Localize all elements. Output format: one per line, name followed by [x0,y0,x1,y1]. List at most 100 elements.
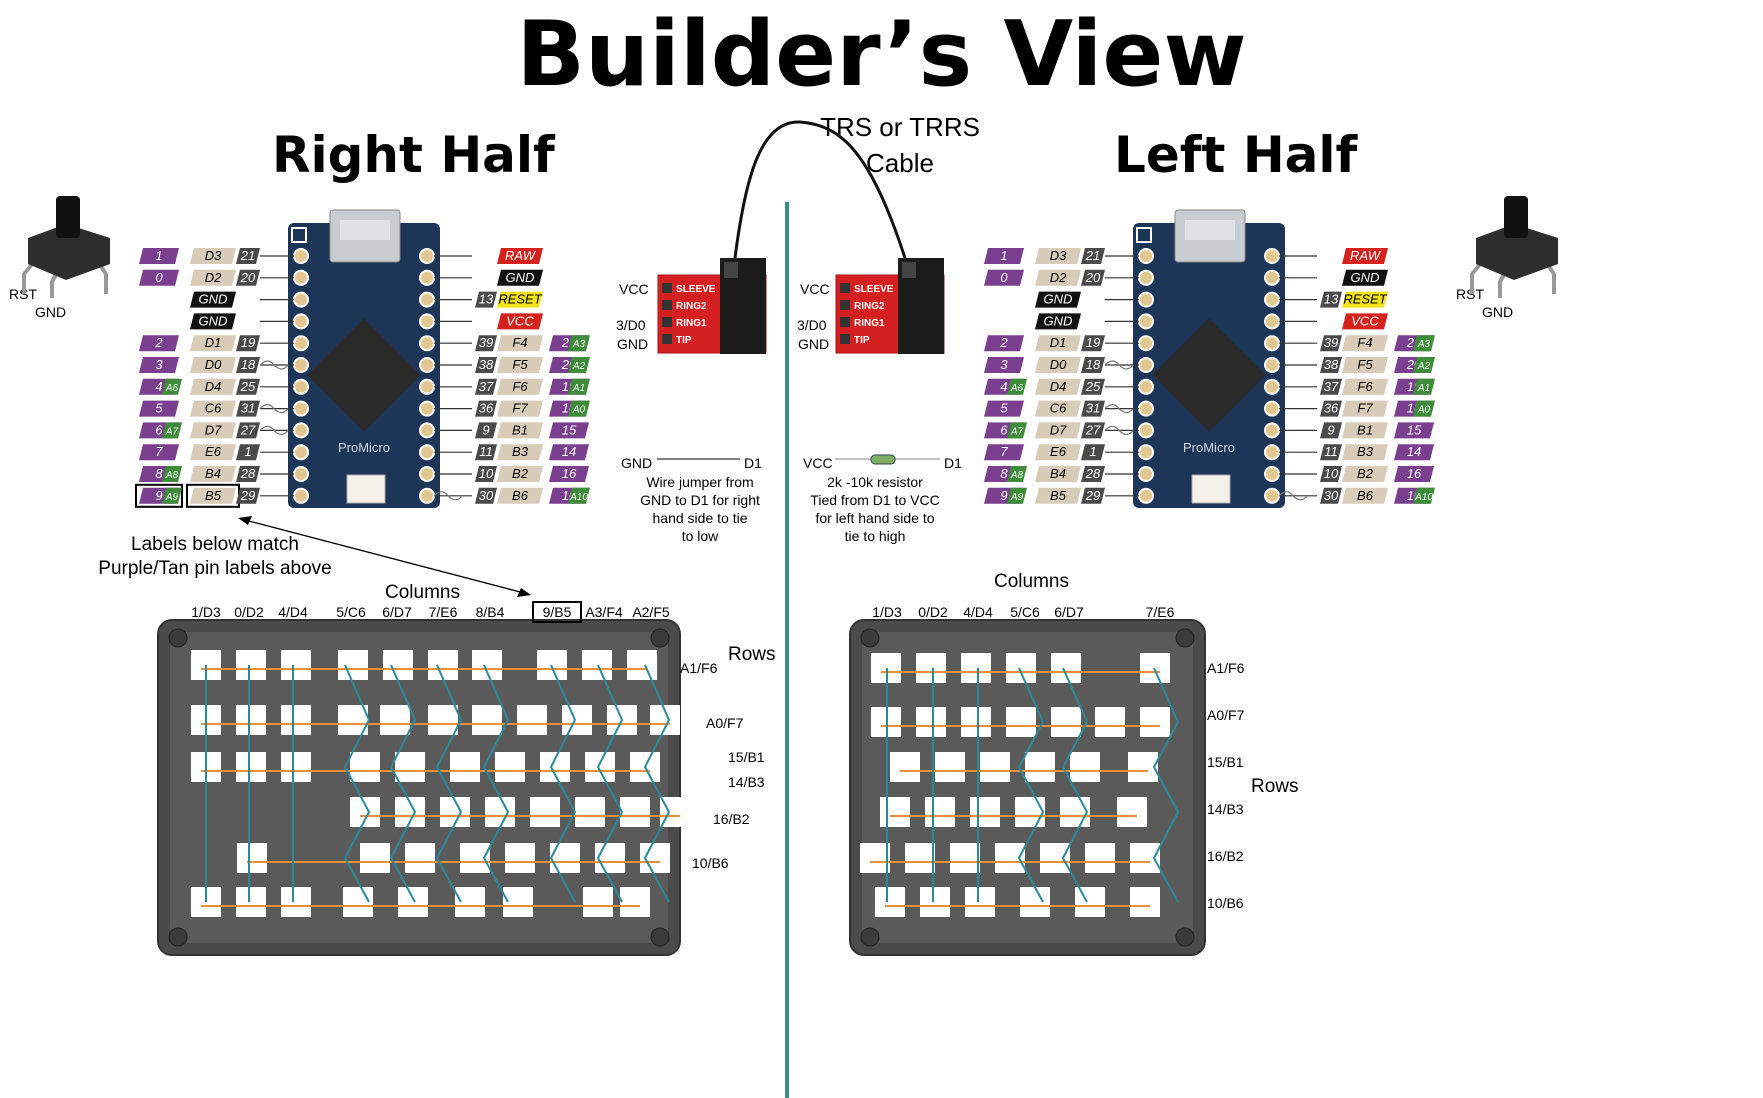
pin-port-left-text: D7 [1050,422,1067,437]
pin-port-left: B4 [190,466,236,482]
pin-port-right-text: GND [506,270,535,285]
pin-port-right: RAW [497,248,543,264]
pin-port-left-text: D1 [1050,335,1067,350]
pin-port-right-text: F6 [512,379,528,394]
pin-phys-left: 27 [1081,422,1105,439]
right-plate-key-cutout [383,650,413,680]
pin-phys-left: 19 [236,335,260,352]
right-plate-key-cutout [350,797,380,827]
pin-port-left-bg [1035,269,1081,286]
pin-phys-left-bg [236,466,260,482]
pin-port-right-text: B2 [1357,466,1374,481]
jumper-note-line2: GND to D1 for right [640,492,760,508]
trrs-jack-right-pin [662,300,672,310]
pin-analog-left-bg [162,378,182,395]
left-plate-key-cutout [1095,707,1125,737]
pin-phys-left-text: 28 [1085,466,1101,481]
pin-num-right-bg [549,466,589,482]
pin-phys-right: 38 [475,357,497,373]
pin-port-right-bg [1342,422,1388,439]
jumper-note-line1: Wire jumper from [646,474,754,490]
pin-port-left: C6 [190,400,236,417]
left-columns-label: Columns [994,571,1069,592]
pin-hole-left [293,269,309,286]
left-plate-key-cutout [905,843,935,873]
trrs-jack-left-pin [840,317,850,327]
pin-phys-left: 28 [236,466,260,482]
pin-num-left-text: 8 [1000,466,1008,481]
pin-hole-left [1138,357,1154,373]
pin-phys-left: 18 [236,357,260,373]
pin-analog-right-text: A2 [572,361,586,372]
pin-phys-left: 25 [1081,378,1105,395]
right-plate-key-cutout [575,797,605,827]
pin-num-left-text: 2 [999,335,1008,350]
usb-port [340,220,390,240]
labels-annotation-line2: Purple/Tan pin labels above [98,558,332,579]
left-plate-key-cutout [970,797,1000,827]
pin-port-left-text: GND [1044,313,1073,328]
pin-port-left-bg [190,487,236,504]
pin-num-right-text: 15 [1407,422,1422,437]
pin-phys-right-bg [475,466,497,482]
right-plate-col-wire [482,664,510,903]
pin-hole-left [1138,378,1154,395]
pin-port-right: B1 [497,422,543,439]
pin-port-left-text: B4 [1050,466,1066,481]
pin-hole-left [293,422,309,439]
pin-port-left-text: B4 [205,466,221,481]
pin-port-left-text: B5 [205,488,222,503]
pin-phys-left-bg [1081,378,1105,395]
right-plate-column-label: 7/E6 [429,604,458,620]
page-title: Builder’s View [516,2,1247,107]
pin-analog-right: A3 [568,335,590,352]
pin-num-left-text: 7 [155,444,163,459]
left-plate-key-cutout [1140,707,1170,737]
pin-port-right-text: B2 [512,466,529,481]
pin-num-left: 0 [984,269,1024,286]
pin-phys-left-text: 1 [1089,444,1096,459]
pin-port-left-text: D2 [205,270,222,285]
left-plate-key-cutout [1130,843,1160,873]
mcu-chip [307,318,421,432]
right-plate-col-wire [435,664,463,903]
pin-phys-right-text: 37 [1324,379,1339,394]
pin-port-right-text: F4 [512,335,527,350]
pin-hole-left [293,400,309,417]
pin-phys-right: 13 [1320,291,1342,308]
pin-phys-left: 21 [236,248,260,264]
pin-phys-left-bg [236,248,260,264]
pin-phys-left: 21 [1081,248,1105,264]
pin-port-right: B6 [497,487,543,504]
pin-port-left-bg [190,378,236,395]
pin-port-left: D3 [1035,248,1081,264]
pin-port-right-bg [1342,335,1388,352]
pin-port-left: D0 [1035,357,1081,373]
pin-phys-right: 30 [475,487,497,504]
pin-phys-right-text: 38 [1324,357,1339,372]
pin-port-left-text: GND [199,313,228,328]
pin-num-left-text: 2 [154,335,163,350]
pin-phys-left-text: 20 [240,270,256,285]
pin-phys-left: 1 [236,444,260,461]
pin-num-right: 14 [549,444,589,461]
trrs-jack-right-pin [662,334,672,344]
pin-phys-left-text: 25 [240,379,256,394]
left-plate-column-label: 4/D4 [963,604,993,620]
pin-phys-right-bg [475,357,497,373]
right-plate-key-cutout [495,752,525,782]
left-plate-key-cutout [1117,797,1147,827]
pin-analog-right-text: A10 [569,492,588,503]
trrs-jack-left-pin-label: RING1 [854,318,885,329]
pin-hole-left [293,357,309,373]
pin-port-right-text: B6 [512,488,529,503]
pin-port-left: B4 [1035,466,1081,482]
pin-analog-left-bg [162,466,182,482]
pin-port-left: D7 [190,422,236,439]
pin-port-left-bg [190,313,236,330]
left-plate-key-cutout [961,653,991,683]
pin-num-right-bg [549,444,589,461]
pin-analog-left-bg [1007,422,1027,439]
pin-port-left-bg [1035,466,1081,482]
left-plate-column-label: 1/D3 [872,604,902,620]
